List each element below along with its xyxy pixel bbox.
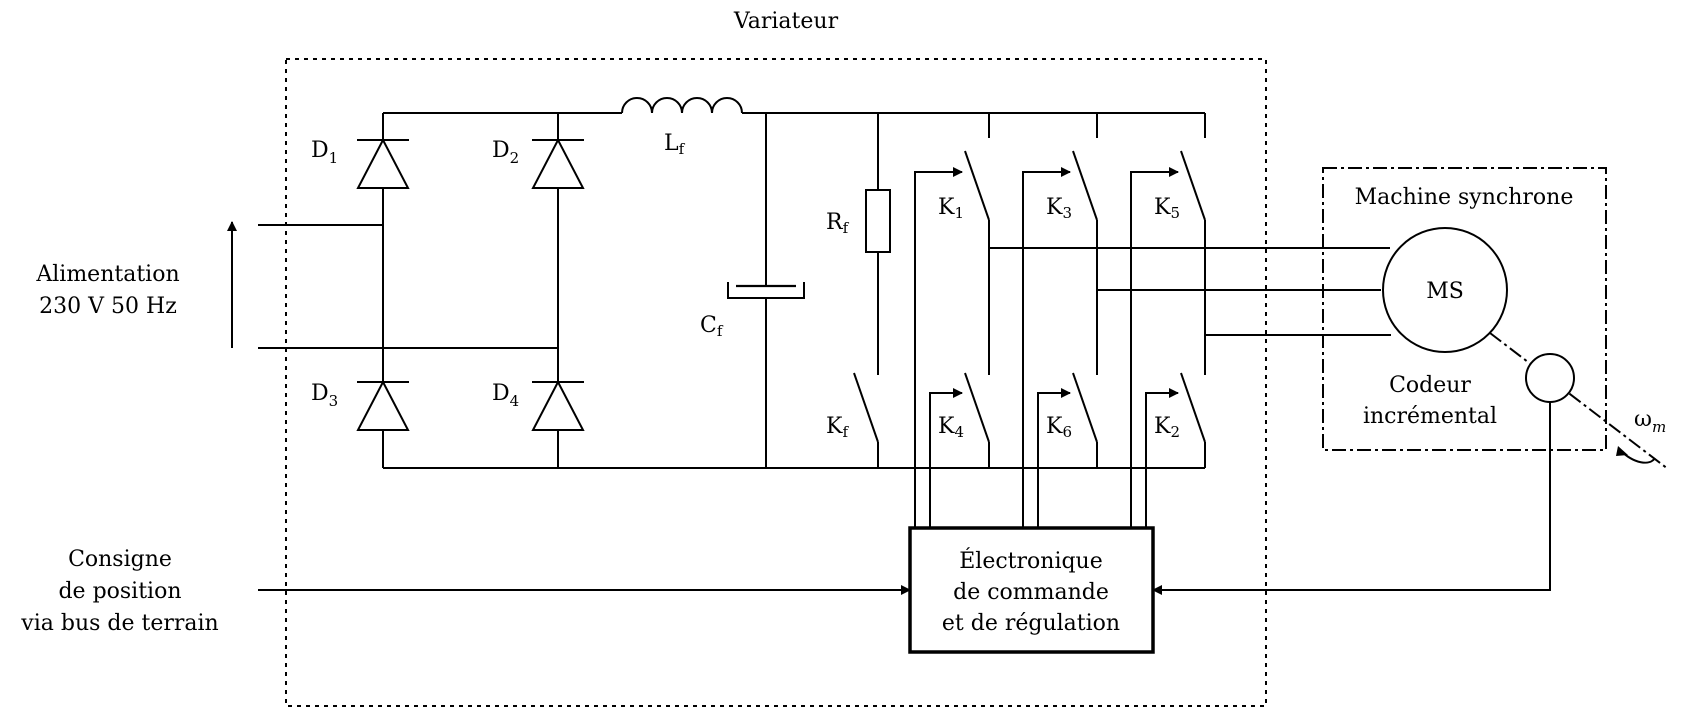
encoder-label-line2: incrémental <box>1363 404 1497 429</box>
diode-d2-label: D2 <box>492 138 519 167</box>
switch-k4-label: K4 <box>938 414 964 441</box>
switch-k5-label: K5 <box>1154 195 1180 222</box>
rectifier-bridge <box>258 112 1205 469</box>
speed-label: ωm <box>1634 407 1666 436</box>
rotation-arrow-head <box>1616 446 1628 456</box>
switch-k1-label: K1 <box>938 195 964 222</box>
brake-resistor-rf-label: Rf <box>826 210 850 237</box>
diode-d1-symbol <box>356 137 410 189</box>
motor-phase-lines <box>989 247 1391 336</box>
control-electronics-box <box>908 526 1155 654</box>
control-label-line3: et de régulation <box>942 611 1120 636</box>
brake-switch-kf-label: Kf <box>826 414 849 441</box>
inverter-leg-1 <box>964 113 990 468</box>
machine-title: Machine synchrone <box>1355 185 1574 210</box>
gate-drive-lines <box>914 167 1179 528</box>
capacitor-cf-label: Cf <box>700 313 724 340</box>
encoder-symbol <box>1525 353 1575 403</box>
brake-switch-kf-symbol <box>853 372 879 468</box>
diode-d3-label: D3 <box>311 381 338 410</box>
encoder-label-line1: Codeur <box>1389 373 1471 398</box>
supply-label-line1: Alimentation <box>35 262 179 287</box>
diode-d2-symbol <box>531 137 585 189</box>
inductor-lf-symbol <box>621 97 743 114</box>
machine-boundary <box>1322 167 1607 451</box>
variateur-boundary <box>285 58 1267 707</box>
control-label-line2: de commande <box>953 580 1109 605</box>
setpoint-label-line3: via bus de terrain <box>20 611 218 636</box>
motor-ms-label: MS <box>1426 279 1464 304</box>
inverter-leg-2 <box>1072 113 1098 468</box>
motor-ms-symbol <box>1382 227 1508 353</box>
supply-label-line2: 230 V 50 Hz <box>39 294 177 319</box>
setpoint-label-line1: Consigne <box>68 547 172 572</box>
diode-d3-symbol <box>356 379 410 431</box>
encoder-feedback-line <box>1152 402 1551 595</box>
switch-k2-label: K2 <box>1154 414 1180 441</box>
inductor-lf-label: Lf <box>664 131 686 158</box>
control-label-line1: Électronique <box>959 547 1103 574</box>
brake-resistor-rf-symbol <box>865 113 891 375</box>
variateur-title: Variateur <box>733 9 839 34</box>
switch-k3-label: K3 <box>1046 195 1072 222</box>
diode-d1-label: D1 <box>311 138 338 167</box>
motor-shaft <box>1489 332 1669 470</box>
diode-d4-symbol <box>531 379 585 431</box>
setpoint-label-line2: de position <box>58 579 181 604</box>
inverter-leg-3 <box>1180 113 1206 468</box>
rotation-arrow <box>1619 449 1656 464</box>
switch-k6-label: K6 <box>1046 414 1072 441</box>
capacitor-cf-symbol <box>727 113 805 468</box>
diode-d4-label: D4 <box>492 381 519 410</box>
